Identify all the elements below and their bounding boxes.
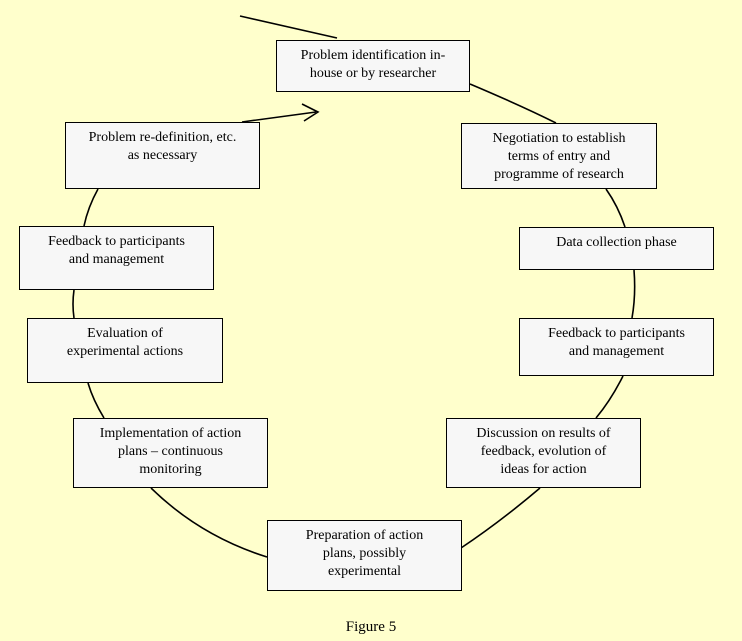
connector-feedback-to-redefinition	[83, 188, 99, 227]
connector-discussion-to-preparation	[460, 487, 541, 549]
connector-redefinition-arrow	[241, 111, 317, 123]
arrowhead	[301, 103, 320, 122]
stage-data-collection: Data collection phase	[519, 227, 714, 270]
connector-preparation-to-implementation	[150, 487, 268, 558]
stage-redefinition: Problem re-definition, etc.as necessary	[65, 122, 260, 189]
stage-problem-identification: Problem identification in-house or by re…	[276, 40, 470, 92]
figure-caption: Figure 5	[345, 619, 397, 635]
connector-entry-line	[239, 15, 338, 39]
connector-negotiation-to-data-collection	[605, 188, 626, 228]
stage-label: Problem identification in-house or by re…	[300, 48, 446, 81]
stage-label: Data collection phase	[556, 235, 677, 250]
connector-feedback-to-discussion	[595, 375, 624, 419]
connector-implementation-to-evaluation	[87, 382, 105, 419]
connector-data-collection-to-feedback	[631, 269, 636, 319]
connector-evaluation-to-feedback	[72, 289, 75, 319]
stage-label: Problem re-definition, etc.as necessary	[88, 130, 237, 163]
connector-identification-to-negotiation	[469, 83, 557, 124]
